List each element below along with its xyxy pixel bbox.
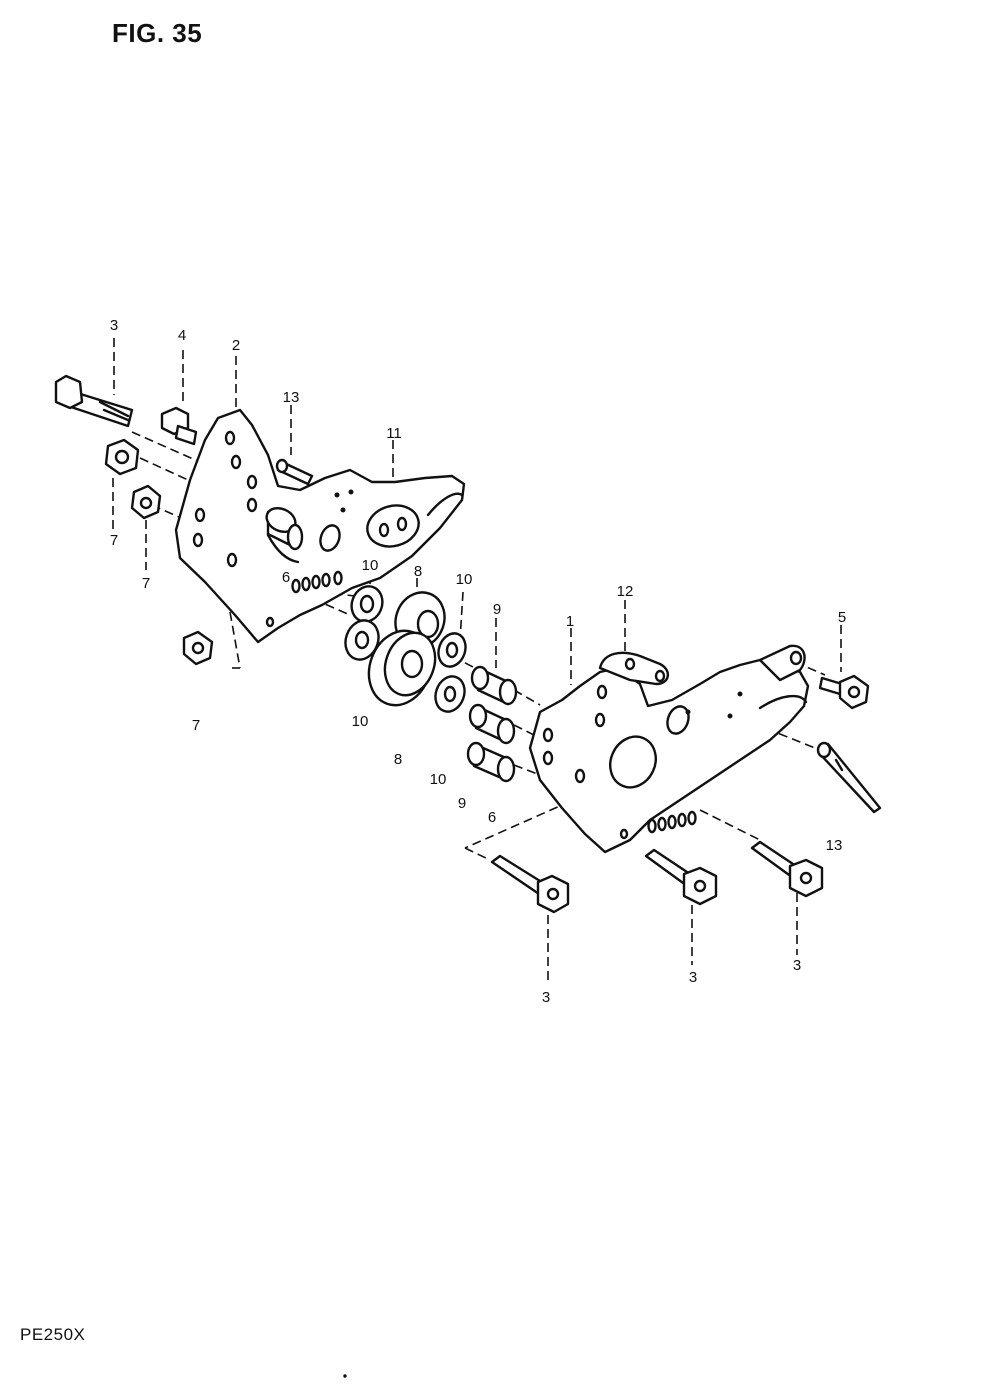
callout-10: 10: [362, 557, 379, 574]
callout-12: 12: [617, 583, 634, 600]
part-10-washer-a: [350, 585, 384, 623]
callout-7: 7: [110, 532, 118, 549]
part-6-spacer-upper: [265, 506, 304, 551]
part-9-spacer-upper: [470, 665, 518, 706]
part-10-washer-d: [434, 675, 466, 713]
callout-9: 9: [493, 601, 501, 618]
callout-11: 11: [386, 425, 402, 442]
part-2-bracket-plate: [174, 408, 466, 644]
part-7-nut-a: [104, 438, 140, 476]
callout-4: 4: [178, 327, 186, 344]
callout-1: 1: [566, 613, 574, 630]
part-9-spacer-lower: [468, 703, 516, 745]
callout-7: 7: [192, 717, 200, 734]
callout-10: 10: [456, 571, 473, 588]
callout-labels: 3 4 2 13 11 7 7 7 6 10 8 10 9 1 12 5 10 …: [110, 317, 846, 1006]
part-1-bracket-plate: [528, 658, 810, 854]
part-8-roller-lower: [367, 629, 437, 707]
part-12-link-bracket: [598, 644, 806, 686]
callout-3: 3: [110, 317, 118, 334]
callout-10: 10: [430, 771, 447, 788]
part-4-short-bolt: [160, 406, 198, 446]
part-10-washer-c: [437, 632, 467, 668]
callout-8: 8: [394, 751, 402, 768]
part-3-bolt-lower-a: [490, 854, 570, 914]
callout-3: 3: [542, 989, 550, 1006]
callout-3: 3: [793, 957, 801, 974]
callout-8: 8: [414, 563, 422, 580]
callout-9: 9: [458, 795, 466, 812]
callout-6: 6: [488, 809, 496, 826]
part-6-spacer-lower: [466, 741, 516, 783]
callout-3: 3: [689, 969, 697, 986]
callout-7: 7: [142, 575, 150, 592]
part-7-nut-b: [130, 484, 162, 520]
part-11-plate: [366, 504, 420, 548]
part-7-nut-c: [182, 630, 214, 666]
callout-13: 13: [283, 389, 300, 406]
part-3-bolt-lower-b: [644, 848, 718, 906]
model-code: PE250X: [20, 1325, 86, 1344]
part-13-pin-lower: [816, 741, 882, 814]
figure-title: FIG. 35: [112, 18, 203, 48]
part-13-pin-upper: [275, 458, 314, 486]
callout-5: 5: [838, 609, 846, 626]
callout-2: 2: [232, 337, 240, 354]
part-3-bolt-upper-left: [54, 374, 134, 428]
callout-10: 10: [352, 713, 369, 730]
part-3-bolt-lower-c: [750, 840, 824, 898]
callout-6: 6: [282, 569, 290, 586]
stray-dot: [343, 1374, 347, 1378]
callout-13: 13: [826, 837, 843, 854]
part-5-bolt: [818, 674, 870, 710]
